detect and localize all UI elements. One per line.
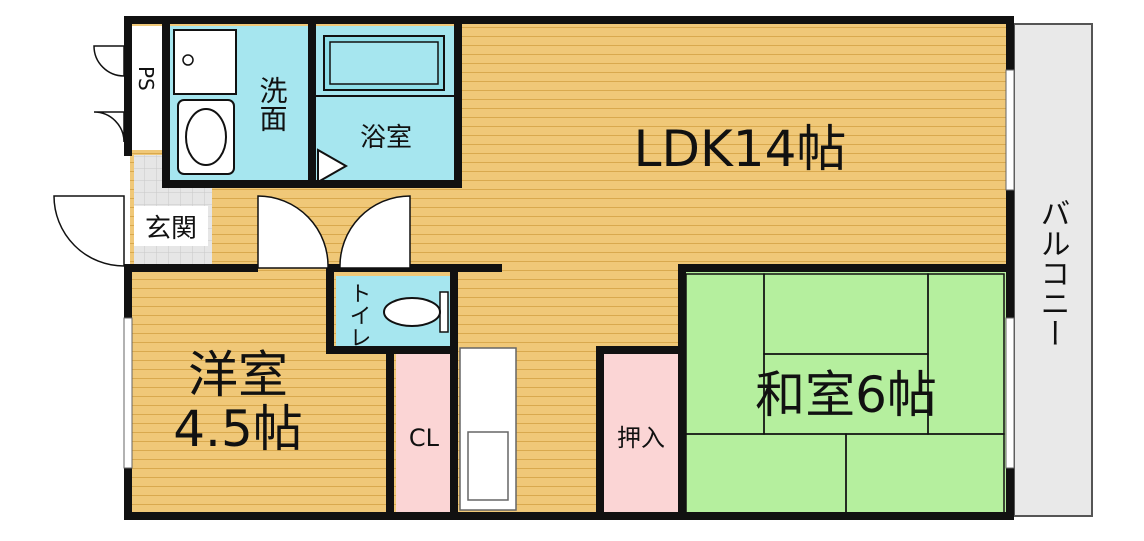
toilet-icon — [383, 297, 441, 327]
doors — [53, 45, 411, 269]
tatami-floor — [684, 272, 1006, 516]
bathtub-inner — [329, 41, 439, 85]
japanese-room-label: 和室6帖 — [755, 366, 937, 424]
toilet-tank — [439, 291, 449, 333]
entrance-label: 玄関 — [145, 214, 197, 244]
washroom-label: 洗面 — [256, 76, 289, 132]
bath-label: 浴室 — [360, 123, 412, 153]
balcony-label: バルコニー — [1035, 198, 1070, 348]
ldk-label: LDK14帖 — [634, 120, 847, 178]
balcony-area — [1013, 23, 1093, 517]
ps-label: PS — [134, 66, 158, 91]
toilet-label: トイレ — [346, 282, 371, 348]
windows — [123, 69, 1015, 469]
kitchen-sink-icon — [467, 431, 509, 501]
western-room-label: 洋室 — [188, 346, 288, 404]
oshiire-label: 押入 — [617, 424, 665, 452]
closet-area — [396, 354, 452, 514]
western-room-size-label: 4.5帖 — [173, 400, 303, 458]
entrance-label-bg — [134, 206, 208, 246]
ps-box — [132, 26, 162, 150]
washing-machine-icon — [173, 29, 237, 95]
oshiire-area — [602, 354, 680, 514]
bath-door-icon — [317, 148, 349, 184]
closet-label: CL — [409, 424, 440, 452]
